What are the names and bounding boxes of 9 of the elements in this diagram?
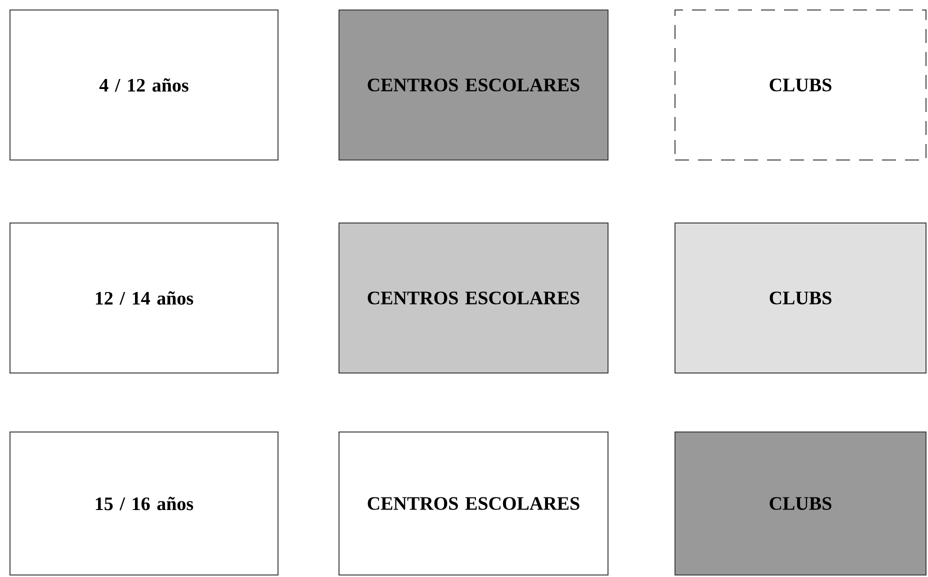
school-box: CENTROS ESCOLARES xyxy=(338,222,608,374)
club-box: CLUBS xyxy=(674,222,926,374)
club-box: CLUBS xyxy=(674,10,926,160)
age-box: 4 / 12 años xyxy=(10,10,278,160)
school-box: CENTROS ESCOLARES xyxy=(338,10,608,160)
club-box: CLUBS xyxy=(674,432,926,576)
school-box: CENTROS ESCOLARES xyxy=(338,432,608,576)
age-box: 15 / 16 años xyxy=(10,432,278,576)
age-box: 12 / 14 años xyxy=(10,222,278,374)
